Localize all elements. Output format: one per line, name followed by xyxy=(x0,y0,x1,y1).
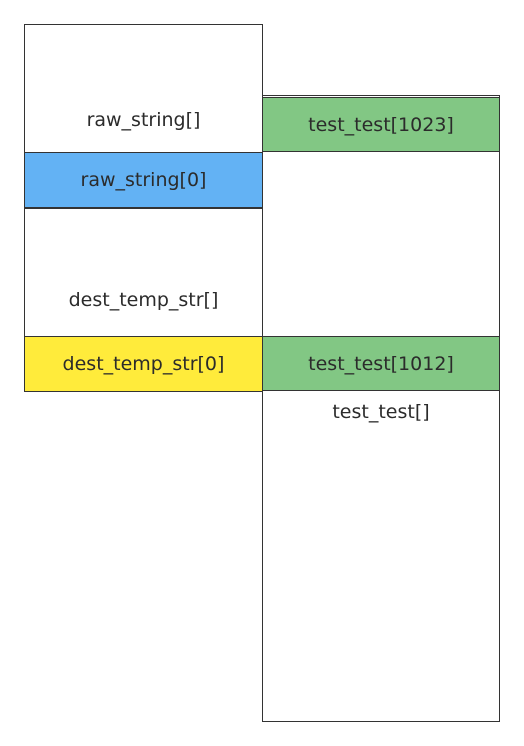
test-test-label: test_test[] xyxy=(332,401,430,423)
dest-temp-str-label: dest_temp_str[] xyxy=(68,289,219,311)
test-test-block xyxy=(262,95,500,722)
raw-string-label: raw_string[] xyxy=(86,109,201,131)
test-test-1023-cell: test_test[1023] xyxy=(262,97,500,152)
test-test-1012-cell: test_test[1012] xyxy=(262,336,500,391)
dest-temp-str-0-cell: dest_temp_str[0] xyxy=(24,336,263,392)
raw-string-0-cell: raw_string[0] xyxy=(24,152,263,208)
